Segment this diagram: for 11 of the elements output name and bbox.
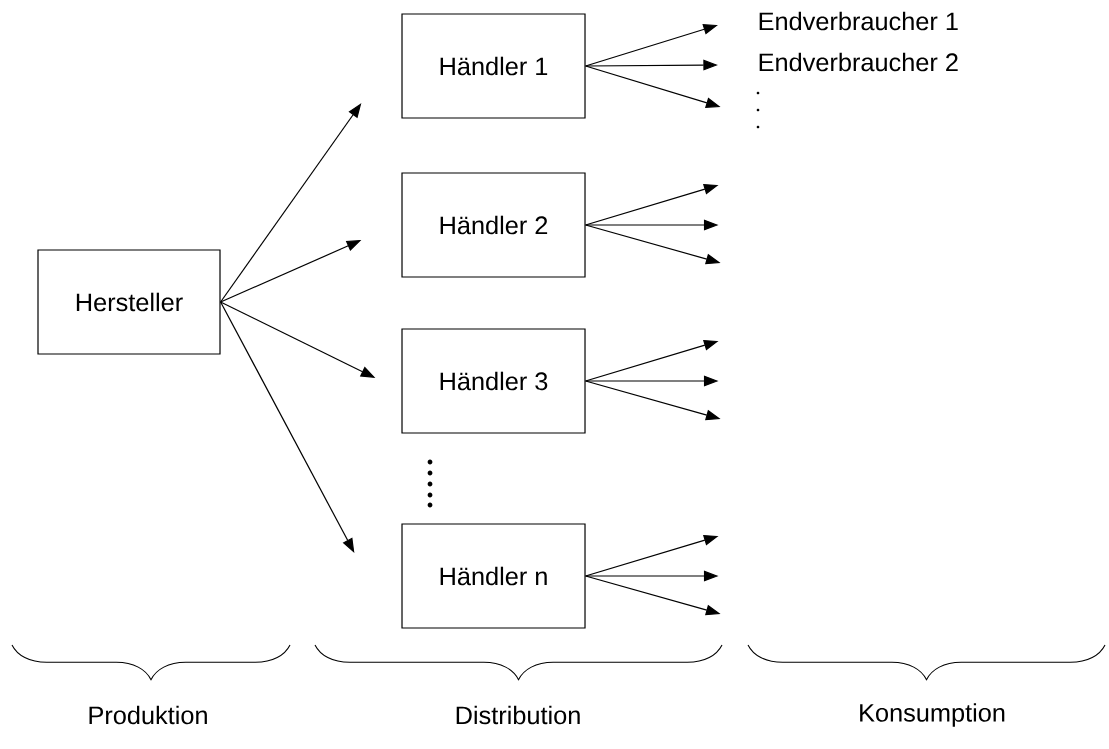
process-box: Hersteller [37,249,221,355]
process-box: Händler 1 [401,13,586,119]
stage-label: Produktion [89,705,207,725]
arrow [220,301,355,553]
consumer-label: Endverbraucher 1 [759,11,958,31]
stage-label: Distribution [456,705,580,725]
process-box: Händler n [401,523,586,629]
process-box: Händler 3 [401,328,586,434]
stage-label: Konsumption [860,703,1005,727]
consumer-label: Endverbraucher 2 [759,52,958,72]
process-box: Händler 2 [401,172,586,278]
